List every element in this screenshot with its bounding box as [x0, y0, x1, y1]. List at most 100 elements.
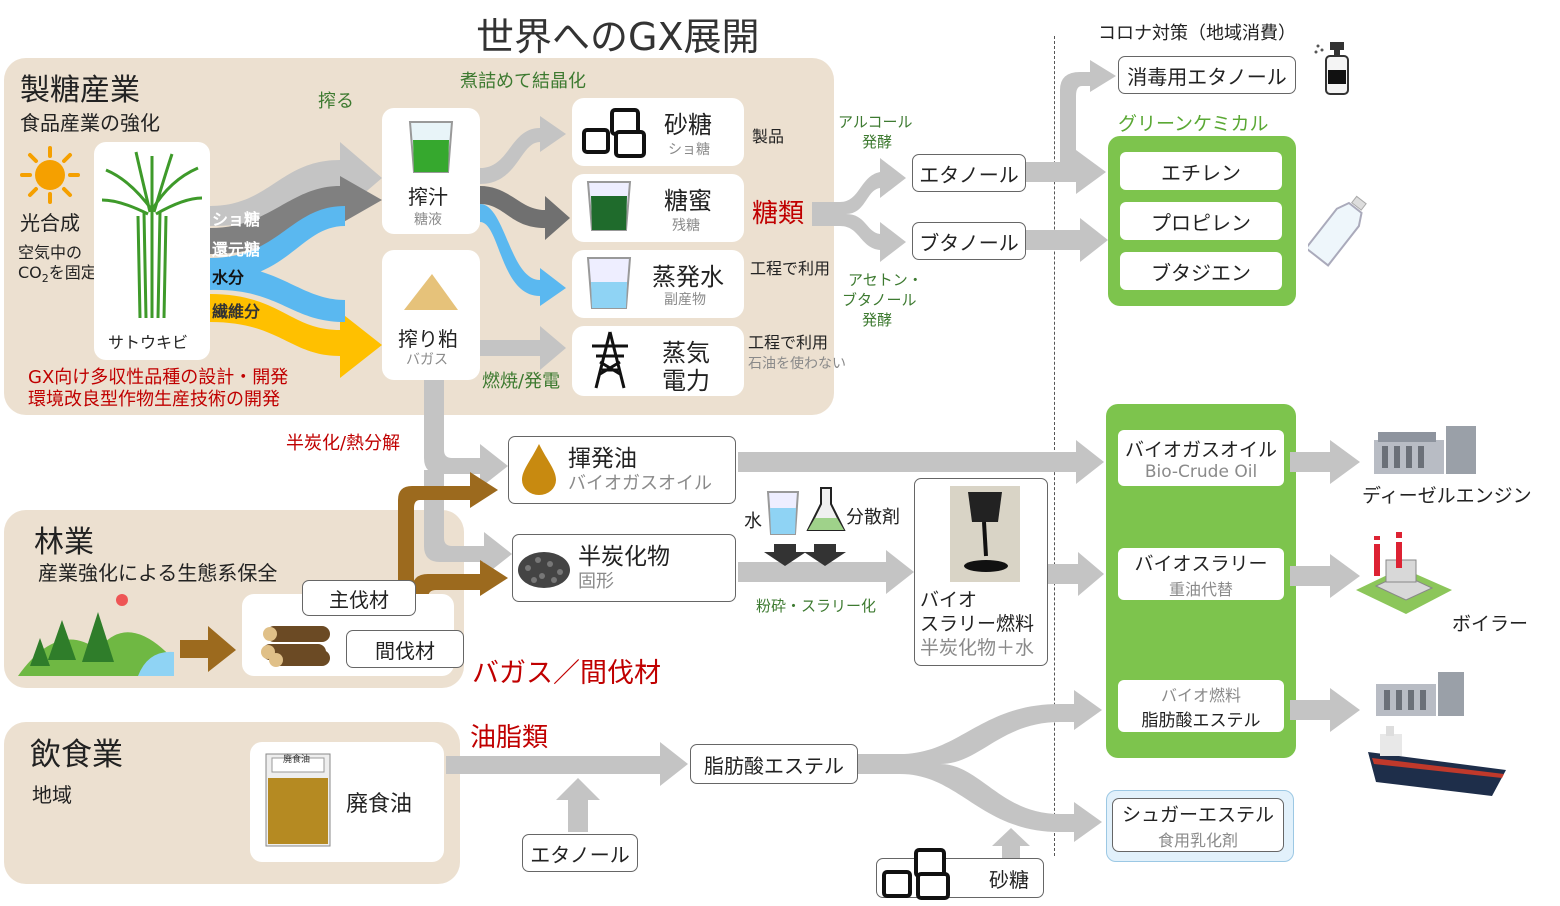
arrow-to-boiler — [1290, 554, 1360, 598]
stream-label-fiber: 繊維分 — [212, 302, 261, 321]
sun-icon — [20, 146, 80, 204]
sugar-label: 砂糖 — [664, 111, 712, 139]
alcohol-ferment-1: アルコール — [838, 113, 913, 131]
beaker-water-icon — [584, 254, 634, 312]
arrow-bagasse-steam — [480, 326, 566, 370]
press-label: 搾る — [318, 91, 354, 112]
abe-ferment-1: アセトン・ — [848, 271, 923, 289]
arrow-fatty-split — [858, 690, 1102, 842]
sugar-sub: ショ糖 — [668, 142, 710, 158]
slurry-image-icon — [950, 486, 1020, 582]
arrow-carbide-slurry — [738, 550, 914, 594]
bio-fuel-line2: 脂肪酸エステル — [1141, 710, 1261, 731]
arrow-thinning — [412, 560, 508, 640]
photosynthesis-label: 光合成 — [20, 211, 80, 235]
covid-label: コロナ対策（地域消費） — [1098, 23, 1296, 44]
arrow-ethanol-disinfect — [1060, 60, 1116, 164]
juice-sub: 糖液 — [414, 212, 442, 228]
bio-fuel-line1: バイオ燃料 — [1160, 685, 1241, 705]
forestry-subtitle: 産業強化による生態系保全 — [38, 561, 278, 585]
dev-line1: GX向け多収性品種の設計・開発 — [28, 367, 289, 388]
sugar-cubes-icon — [578, 102, 658, 162]
forestry-title: 林業 — [34, 525, 94, 560]
bagasse-card — [382, 250, 480, 380]
food-service-subtitle: 地域 — [32, 783, 72, 807]
oil-jar-label: 廃食油 — [283, 755, 311, 765]
butanol-box: ブタノール — [912, 222, 1026, 260]
co2-line2: CO2を固定 — [18, 263, 97, 286]
sugar-ester-inner: シュガーエステル 食用乳化剤 — [1112, 798, 1284, 852]
arrow-waste-fatty — [446, 742, 688, 786]
volatile-oil-label: 揮発油 — [568, 446, 637, 472]
thinning-box: 間伐材 — [346, 630, 464, 668]
abe-ferment-2: ブタノール — [842, 291, 917, 309]
forest-icon — [18, 590, 174, 676]
water-beaker-icon — [766, 490, 800, 536]
bagasse-thinning-label: バガス／間伐材 — [472, 658, 661, 689]
stream-label-sucrose: ショ糖 — [212, 210, 261, 229]
disinfectant-box: 消毒用エタノール — [1118, 56, 1296, 94]
fats-label: 油脂類 — [470, 723, 549, 753]
arrow-water-down — [764, 544, 806, 566]
plastic-bottle-icon — [1304, 190, 1368, 270]
slurry-line2: スラリー燃料 — [920, 613, 1035, 635]
arrow-oil-biogas — [738, 440, 1104, 484]
arrow-bagasse-down2 — [424, 470, 512, 576]
ethylene-box: エチレン — [1120, 152, 1282, 190]
arrow-to-ship — [1290, 688, 1360, 732]
sugar-cubes-small-icon — [878, 842, 962, 902]
bio-slurry-sub: 重油代替 — [1168, 579, 1233, 599]
molasses-sub: 残糖 — [672, 218, 700, 234]
page-title: 世界へのGX展開 — [476, 15, 760, 59]
arrow-sugars-split — [812, 158, 906, 262]
arrow-juice-molasses — [480, 186, 570, 240]
sugars-label: 糖類 — [752, 199, 805, 229]
co2-line1: 空気中の — [18, 243, 83, 262]
abe-ferment-3: 発酵 — [862, 311, 893, 329]
waste-oil-label: 廃食油 — [346, 792, 413, 817]
arrow-ethanol-chem — [1026, 150, 1106, 194]
region-divider — [1054, 36, 1055, 856]
sugar-input-label: 砂糖 — [989, 867, 1029, 892]
ship-icon — [1366, 724, 1510, 800]
evap-water-label: 蒸発水 — [652, 263, 724, 291]
arrow-to-diesel — [1290, 440, 1360, 484]
no-oil-label: 石油を使わない — [748, 356, 846, 372]
arrow-forest-to-logs — [180, 626, 236, 672]
stream-sucrose — [210, 142, 382, 226]
molasses-label: 糖蜜 — [664, 187, 712, 215]
logs-icon — [256, 620, 336, 670]
arrow-juice-sugar — [480, 116, 566, 184]
engine-icon-2 — [1372, 662, 1468, 720]
spray-bottle-icon — [1312, 40, 1358, 96]
power-label: 電力 — [662, 367, 710, 395]
arrow-juice-water — [480, 204, 566, 306]
dev-line2: 環境改良型作物生産技術の開発 — [28, 389, 280, 410]
carbonization-label: 半炭化/熱分解 — [286, 433, 401, 454]
boiler-plant-icon — [1356, 530, 1452, 614]
flask-icon — [806, 486, 846, 534]
bagasse-pile-icon — [402, 270, 460, 312]
slurry-line3: 半炭化物＋水 — [920, 637, 1035, 659]
dispersant-label: 分散剤 — [846, 507, 900, 528]
water-label: 水 — [744, 511, 762, 532]
power-tower-icon — [588, 330, 632, 390]
biogas-oil-label: バイオガスオイル — [1124, 438, 1277, 461]
arrow-ethanol-up — [556, 778, 600, 832]
burn-label: 燃焼/発電 — [482, 371, 561, 392]
product-label: 製品 — [752, 127, 785, 146]
semi-carbide-sub: 固形 — [578, 571, 614, 592]
arrow-dispersant-down — [804, 544, 846, 566]
diesel-label: ディーゼルエンジン — [1362, 485, 1532, 507]
diesel-engine-icon — [1368, 414, 1484, 480]
oil-drop-icon — [518, 442, 560, 496]
bio-fuel-box: バイオ燃料 脂肪酸エステル — [1118, 680, 1284, 732]
biogas-oil-en: Bio-Crude Oil — [1144, 461, 1258, 482]
alcohol-ferment-2: 発酵 — [862, 133, 893, 151]
stream-water-lower — [210, 264, 345, 322]
stream-water — [210, 206, 345, 282]
butadiene-label: ブタジエン — [1151, 260, 1251, 285]
bagasse-sub: バガス — [406, 352, 448, 368]
bagasse-label: 搾り粕 — [398, 327, 458, 351]
food-service-title: 飲食業 — [30, 737, 123, 773]
